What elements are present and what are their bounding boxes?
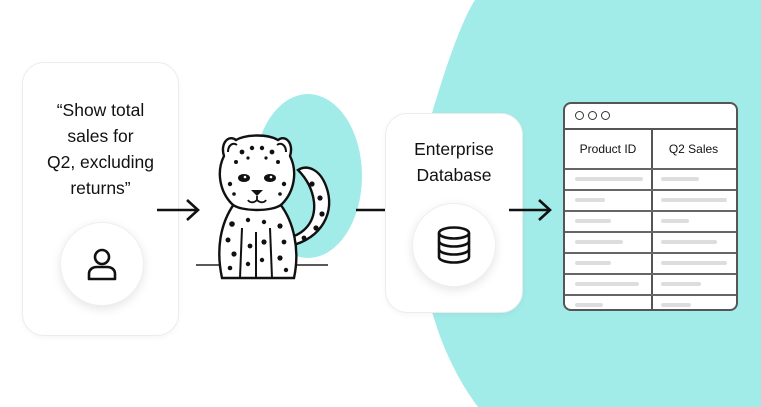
table-cell-placeholder	[661, 198, 727, 202]
table-cell-placeholder	[575, 282, 639, 286]
table-cell-placeholder	[661, 219, 689, 223]
window-control-circle-icon	[575, 111, 584, 120]
table-row-divider	[565, 231, 736, 233]
table-cell-placeholder	[575, 198, 605, 202]
table-cell-placeholder	[661, 177, 699, 181]
column-divider	[651, 130, 653, 309]
table-cell-placeholder	[661, 282, 701, 286]
table-row-divider	[565, 168, 736, 170]
table-cell-placeholder	[661, 240, 717, 244]
arrow-right-icon	[509, 199, 552, 221]
table-cell-placeholder	[575, 261, 611, 265]
database-icon-circle	[412, 203, 496, 287]
database-title: Enterprise Database	[414, 139, 494, 185]
column-header-product-id: Product ID	[579, 142, 637, 156]
table-row-divider	[565, 210, 736, 212]
window-titlebar	[565, 104, 736, 130]
table-cell-placeholder	[661, 261, 727, 265]
table-cell-placeholder	[575, 177, 643, 181]
column-header-q2-sales: Q2 Sales	[668, 142, 719, 156]
table-row-divider	[565, 273, 736, 275]
leopard-illustration	[196, 134, 331, 280]
arrow-right-icon	[157, 199, 200, 221]
table-cell-placeholder	[575, 219, 611, 223]
table-row-divider	[565, 189, 736, 191]
user-icon	[87, 248, 117, 281]
database-card: Enterprise Database	[385, 113, 523, 313]
table-row-divider	[565, 294, 736, 296]
window-control-circle-icon	[601, 111, 610, 120]
query-text: “Show total sales for Q2, excluding retu…	[46, 100, 154, 198]
user-avatar-circle	[60, 222, 144, 306]
database-icon	[437, 226, 471, 264]
window-control-circle-icon	[588, 111, 597, 120]
table-cell-placeholder	[575, 303, 603, 307]
table-row-divider	[565, 252, 736, 254]
table-cell-placeholder	[661, 303, 691, 307]
table-cell-placeholder	[575, 240, 623, 244]
result-table-window: Product ID Q2 Sales	[563, 102, 738, 311]
query-card: “Show total sales for Q2, excluding retu…	[22, 62, 179, 336]
